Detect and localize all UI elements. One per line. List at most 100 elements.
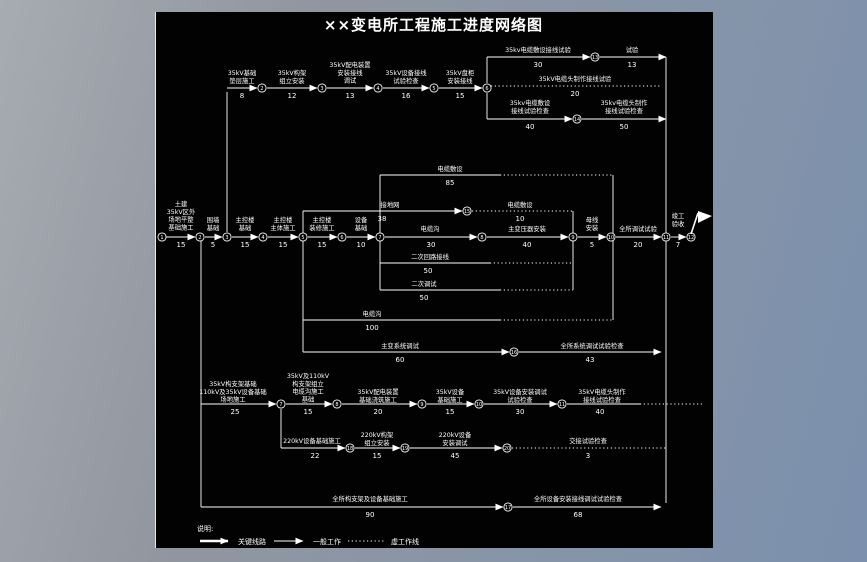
network-node[interactable]: 5 xyxy=(429,83,439,93)
network-node[interactable]: 8 xyxy=(332,399,342,409)
network-node[interactable]: 8 xyxy=(477,232,487,242)
network-node[interactable]: 11 xyxy=(661,232,671,242)
node-number: 11 xyxy=(663,235,669,241)
network-node[interactable]: 1 xyxy=(157,232,167,242)
duration-value: 13 xyxy=(346,92,355,100)
activity-label: 35kV设备安装调试试验检查 xyxy=(493,387,547,404)
activity-label: 35kv电缆敷设接线试验 xyxy=(505,45,571,54)
network-node[interactable]: 13 xyxy=(590,52,600,62)
node-number: 6 xyxy=(340,235,343,241)
activity-label: 35kV设备接线试验检查 xyxy=(385,68,427,85)
network-node[interactable]: 2 xyxy=(257,83,267,93)
activity-label: 二次回路接线 xyxy=(411,252,449,261)
activity-label: 220kV设备安装调试 xyxy=(439,430,472,447)
network-node[interactable]: 10 xyxy=(606,232,616,242)
duration-value: 68 xyxy=(574,511,583,519)
node-number: 10 xyxy=(476,402,482,408)
network-node[interactable]: 9 xyxy=(417,399,427,409)
node-number: 13 xyxy=(592,55,598,61)
activity-label: 围墙基础 xyxy=(207,215,220,232)
network-node[interactable]: 7 xyxy=(276,399,286,409)
network-node[interactable]: 17 xyxy=(503,502,513,512)
network-node[interactable]: 20 xyxy=(502,443,512,453)
activity-label: 主变系统调试 xyxy=(381,341,419,350)
node-number: 6 xyxy=(485,86,488,92)
network-node[interactable]: 14 xyxy=(572,114,582,124)
duration-value: 20 xyxy=(374,408,383,416)
node-number: 9 xyxy=(420,402,423,408)
activity-label: 电缆沟 xyxy=(421,224,440,233)
legend-label: 一般工作 xyxy=(313,537,341,546)
duration-value: 7 xyxy=(676,241,680,249)
duration-value: 22 xyxy=(311,452,320,460)
node-number: 16 xyxy=(511,350,517,356)
duration-value: 85 xyxy=(446,179,455,187)
network-node[interactable]: 18 xyxy=(345,443,355,453)
legend-label: 关键线路 xyxy=(238,537,266,546)
activity-label: 35kV电缆头制作接线试验检查 xyxy=(578,387,626,404)
duration-value: 30 xyxy=(516,408,525,416)
duration-value: 50 xyxy=(620,123,629,131)
node-number: 5 xyxy=(301,235,304,241)
network-node[interactable]: 7 xyxy=(375,232,385,242)
activity-label: 主控楼基础 xyxy=(236,215,256,232)
network-node[interactable]: 6 xyxy=(482,83,492,93)
duration-value: 30 xyxy=(427,241,436,249)
duration-value: 20 xyxy=(571,90,580,98)
network-node[interactable]: 9 xyxy=(568,232,578,242)
network-node[interactable]: 19 xyxy=(400,443,410,453)
network-node[interactable]: 15 xyxy=(462,206,472,216)
duration-value: 10 xyxy=(357,241,366,249)
duration-value: 12 xyxy=(288,92,297,100)
duration-value: 15 xyxy=(279,241,288,249)
node-number: 14 xyxy=(574,117,580,123)
activity-label: 主变压器安装 xyxy=(508,224,546,233)
network-node[interactable]: 11 xyxy=(557,399,567,409)
activity-label: 电缆敷设 xyxy=(507,200,533,209)
node-number: 1 xyxy=(160,235,163,241)
duration-value: 50 xyxy=(424,267,433,275)
node-number: 4 xyxy=(376,86,379,92)
duration-value: 5 xyxy=(211,241,215,249)
drawing-canvas[interactable] xyxy=(155,12,713,548)
legend-item: 虚工作线 xyxy=(348,537,419,546)
duration-value: 30 xyxy=(534,61,543,69)
node-number: 11 xyxy=(559,402,565,408)
legend-heading: 说明: xyxy=(197,524,213,533)
activity-label: 220kV构架组立安装 xyxy=(361,430,394,447)
node-number: 3 xyxy=(320,86,323,92)
network-node[interactable]: 3 xyxy=(317,83,327,93)
duration-value: 38 xyxy=(378,215,387,223)
duration-value: 15 xyxy=(456,92,465,100)
edges-layer xyxy=(166,53,702,511)
activity-label: 35kV设备基础施工 xyxy=(436,387,465,404)
legend-label: 虚工作线 xyxy=(391,537,419,546)
network-node[interactable]: 16 xyxy=(509,347,519,357)
node-number: 5 xyxy=(432,86,435,92)
network-node[interactable]: 4 xyxy=(258,232,268,242)
activity-label: 35kV构架组立安装 xyxy=(278,68,307,85)
duration-value: 60 xyxy=(396,356,405,364)
network-node[interactable]: 5 xyxy=(298,232,308,242)
duration-value: 50 xyxy=(420,294,429,302)
legend-item: 一般工作 xyxy=(274,537,341,546)
network-node[interactable]: 6 xyxy=(337,232,347,242)
duration-value: 15 xyxy=(241,241,250,249)
network-node[interactable]: 2 xyxy=(195,232,205,242)
network-node[interactable]: 4 xyxy=(373,83,383,93)
network-node[interactable]: 12 xyxy=(686,232,696,242)
duration-value: 40 xyxy=(526,123,535,131)
network-node[interactable]: 3 xyxy=(222,232,232,242)
network-node[interactable]: 10 xyxy=(474,399,484,409)
activity-label: 35kV基础垫层施工 xyxy=(228,68,257,85)
activity-label: 220kV设备基础施工 xyxy=(283,436,341,445)
node-number: 2 xyxy=(198,235,201,241)
duration-value: 3 xyxy=(586,452,590,460)
activity-label: 二次调试 xyxy=(411,279,437,288)
finish-flag-icon xyxy=(690,211,712,235)
